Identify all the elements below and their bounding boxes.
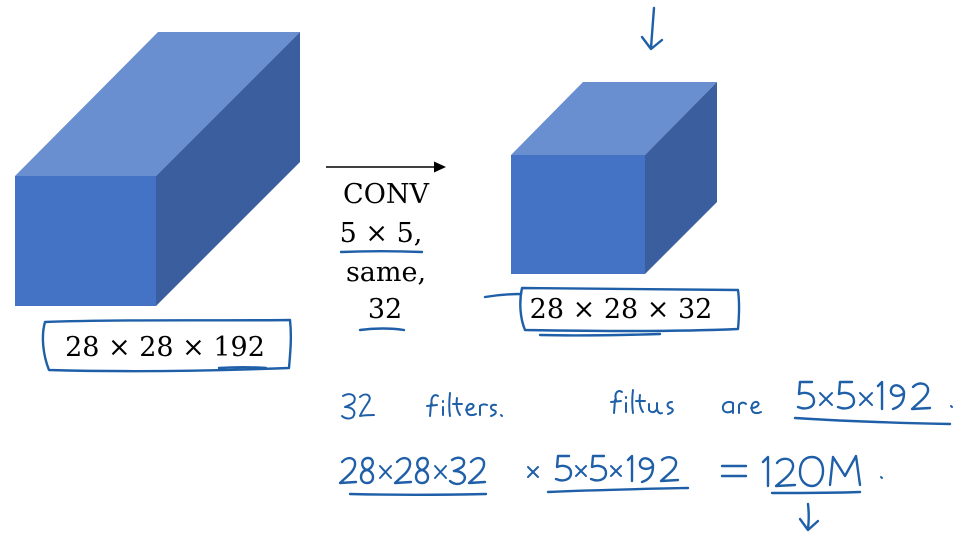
conv-filter-count: 32	[368, 294, 402, 325]
input-channels-underline	[217, 366, 268, 370]
cost-result-underline	[770, 490, 862, 495]
input-volume-side-face	[156, 32, 300, 306]
input-volume-label: 28 × 28 × 192	[65, 332, 265, 363]
conv-op-name: CONV	[343, 179, 429, 210]
kernel-size-underline	[339, 250, 424, 254]
note-filter-shape	[610, 380, 953, 426]
input-volume-front-face	[15, 176, 156, 306]
note-filter-count	[341, 392, 503, 420]
output-volume-side-face	[645, 82, 717, 274]
filter-count-underline	[358, 327, 406, 332]
cost-first-underline	[348, 492, 488, 496]
output-label-left-tick	[483, 292, 523, 299]
output-volume-front-face	[511, 155, 645, 274]
filter-shape-underline	[793, 416, 952, 426]
output-volume-label: 28 × 28 × 32	[530, 294, 713, 325]
output-volume	[511, 82, 717, 274]
top-down-arrow-icon	[640, 6, 664, 51]
input-label-circle	[41, 318, 293, 373]
input-volume-top-face	[15, 32, 300, 176]
input-volume	[15, 32, 300, 306]
conv-kernel-size: 5 × 5,	[340, 218, 423, 249]
output-volume-top-face	[511, 82, 717, 155]
output-label-underline	[538, 332, 662, 337]
note-cost-equation	[338, 454, 883, 532]
output-label-circle	[519, 286, 741, 333]
cost-result-arrow-icon	[798, 502, 820, 532]
cost-second-underline	[546, 486, 690, 494]
conv-padding: same,	[346, 257, 426, 288]
conv-arrow	[326, 161, 446, 173]
